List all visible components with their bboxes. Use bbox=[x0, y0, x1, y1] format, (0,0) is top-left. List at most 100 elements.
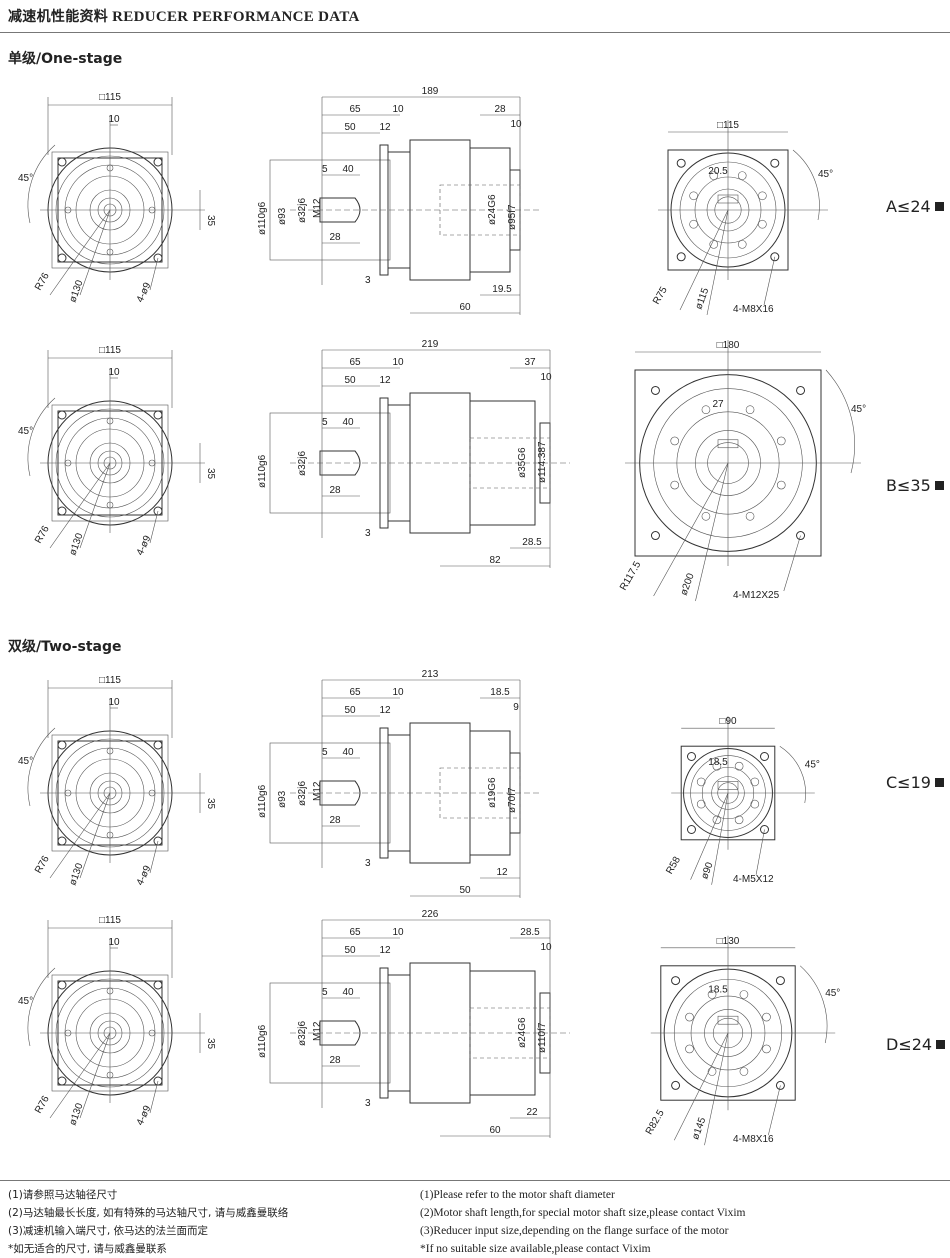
back-radius-dim: R58 bbox=[664, 855, 683, 877]
input-thread-dim: M12 bbox=[312, 198, 323, 218]
shaft-5-dim: 5 bbox=[322, 747, 328, 758]
output-shaft-dim: ø19G6 bbox=[487, 777, 498, 808]
back-offset-dim: 18.5 bbox=[708, 985, 728, 996]
shaft-5-dim: 5 bbox=[322, 164, 328, 175]
back-radius-dim: R82.5 bbox=[644, 1108, 667, 1137]
ratio-label-d: D≤24 bbox=[886, 1035, 946, 1054]
back-holes-dim: 4-M12X25 bbox=[733, 590, 780, 601]
shaft-40-dim: 40 bbox=[342, 417, 354, 428]
back-holes-dim: 4-M8X16 bbox=[733, 304, 774, 315]
square-bullet-icon bbox=[934, 202, 944, 211]
front-radius-dim: R76 bbox=[33, 524, 52, 546]
footer-divider bbox=[0, 1180, 950, 1181]
output-28-dim: 37 bbox=[524, 357, 536, 368]
front-square-dim: □115 bbox=[99, 915, 121, 926]
input-bore-dim: ø32j6 bbox=[297, 1021, 308, 1046]
ratio-label-c: C≤19 bbox=[886, 773, 944, 792]
notes-en: (1)Please refer to the motor shaft diame… bbox=[420, 1186, 745, 1258]
front-angle-dim: 45° bbox=[18, 756, 33, 767]
output-shaft-dim: ø24G6 bbox=[487, 194, 498, 225]
output-pilot-dim: ø95f7 bbox=[507, 204, 518, 230]
page-header: 减速机性能资料 REDUCER PERFORMANCE DATA bbox=[8, 6, 360, 26]
flange-65-dim: 65 bbox=[349, 357, 361, 368]
flange-50-dim: 50 bbox=[344, 375, 356, 386]
header-title-cn: 减速机性能资料 bbox=[8, 9, 109, 25]
overall-length-dim: 189 bbox=[422, 86, 439, 97]
flange-65-dim: 65 bbox=[349, 104, 361, 115]
back-pcd-dim: ø90 bbox=[699, 860, 715, 880]
pcd-input-dim: ø93 bbox=[277, 790, 288, 808]
output-keyway-dim: 22 bbox=[526, 1107, 538, 1118]
note-cn-3: (3)减速机输入端尺寸, 依马达的法兰面而定 bbox=[8, 1225, 209, 1237]
notes-cn: (1)请参照马达轴径尺寸 (2)马达轴最长长度, 如有特殊的马达轴尺寸, 请与威… bbox=[8, 1186, 288, 1258]
output-28-dim: 28 bbox=[494, 104, 506, 115]
flange-50-dim: 50 bbox=[344, 122, 356, 133]
front-offset-dim: 10 bbox=[108, 697, 120, 708]
note-en-1: (1)Please refer to the motor shaft diame… bbox=[420, 1189, 615, 1201]
front-height-dim: 35 bbox=[205, 1038, 216, 1050]
output-10-dim: 10 bbox=[540, 942, 552, 953]
overall-length-dim: 219 bbox=[422, 339, 439, 350]
shaft-40-dim: 40 bbox=[342, 987, 354, 998]
front-pcd-dim: ø130 bbox=[67, 861, 85, 887]
shaft-3-dim: 3 bbox=[365, 275, 371, 286]
front-radius-dim: R76 bbox=[33, 1094, 52, 1116]
shaft-28-dim: 28 bbox=[329, 815, 341, 826]
note-en-3: (3)Reducer input size,depending on the f… bbox=[420, 1225, 729, 1237]
header-divider bbox=[0, 32, 950, 33]
back-angle-dim: 45° bbox=[851, 404, 866, 415]
output-28-dim: 28.5 bbox=[520, 927, 540, 938]
note-en-4: *If no suitable size available,please co… bbox=[420, 1243, 651, 1255]
flange-10-dim: 10 bbox=[392, 687, 404, 698]
shaft-3-dim: 3 bbox=[365, 858, 371, 869]
overall-length-dim: 213 bbox=[422, 669, 439, 680]
ratio-c-text: C≤19 bbox=[886, 773, 931, 792]
header-title-en: REDUCER PERFORMANCE DATA bbox=[112, 9, 360, 25]
square-bullet-icon bbox=[934, 481, 944, 490]
front-offset-dim: 10 bbox=[108, 367, 120, 378]
input-bore-dim: ø32j6 bbox=[297, 198, 308, 223]
back-square-dim: □130 bbox=[717, 936, 740, 947]
output-pilot-dim: ø70f7 bbox=[507, 787, 518, 813]
output-keyway-dim: 19.5 bbox=[492, 284, 512, 295]
shaft-28-dim: 28 bbox=[329, 485, 341, 496]
section-one-stage: 单级/One-stage bbox=[8, 48, 122, 68]
pilot-dia-dim: ø110g6 bbox=[257, 1024, 268, 1058]
back-holes-dim: 4-M5X12 bbox=[733, 874, 774, 885]
output-keyway-dim: 12 bbox=[496, 867, 508, 878]
input-thread-dim: M12 bbox=[312, 781, 323, 801]
ratio-label-a: A≤24 bbox=[886, 197, 944, 216]
front-radius-dim: R76 bbox=[33, 271, 52, 293]
output-10-dim: 9 bbox=[513, 702, 519, 713]
back-radius-dim: R117.5 bbox=[618, 559, 643, 592]
ratio-a-text: A≤24 bbox=[886, 197, 931, 216]
back-offset-dim: 18.5 bbox=[708, 757, 728, 768]
front-pcd-dim: ø130 bbox=[67, 531, 85, 557]
front-angle-dim: 45° bbox=[18, 996, 33, 1007]
front-radius-dim: R76 bbox=[33, 854, 52, 876]
section-one-stage-label: 单级/One-stage bbox=[8, 51, 123, 67]
flange-12-dim: 12 bbox=[379, 705, 391, 716]
front-offset-dim: 10 bbox=[108, 114, 120, 125]
front-holes-dim: 4-ø9 bbox=[135, 534, 154, 558]
front-angle-dim: 45° bbox=[18, 173, 33, 184]
output-pilot-dim: ø110f7 bbox=[537, 1022, 548, 1053]
note-en-2: (2)Motor shaft length,for special motor … bbox=[420, 1207, 746, 1219]
note-cn-1: (1)请参照马达轴径尺寸 bbox=[8, 1189, 118, 1201]
front-holes-dim: 4-ø9 bbox=[135, 1104, 154, 1128]
output-shaft-dim: ø24G6 bbox=[517, 1017, 528, 1048]
back-radius-dim: R75 bbox=[651, 285, 670, 307]
front-offset-dim: 10 bbox=[108, 937, 120, 948]
flange-12-dim: 12 bbox=[379, 375, 391, 386]
pilot-dia-dim: ø110g6 bbox=[257, 201, 268, 235]
